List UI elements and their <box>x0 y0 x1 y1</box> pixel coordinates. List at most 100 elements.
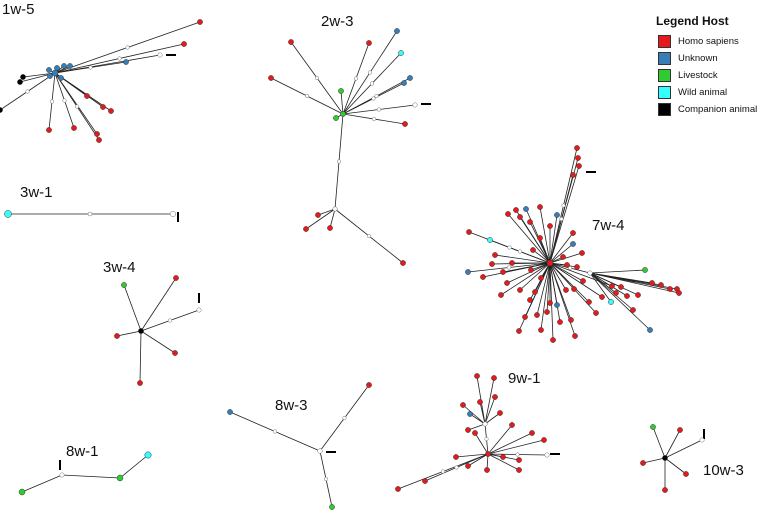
node-intermediate <box>304 93 310 99</box>
node-homo-sapiens <box>560 254 566 260</box>
node-homo-sapiens <box>544 309 550 315</box>
node-intermediate <box>369 81 375 86</box>
node-homo-sapiens <box>94 131 100 137</box>
node-intermediate <box>157 52 163 58</box>
node-homo-sapiens <box>268 75 274 81</box>
node-homo-sapiens <box>541 437 547 443</box>
node-homo-sapiens <box>492 394 498 400</box>
node-homo-sapiens <box>137 380 143 386</box>
node-wild-animal <box>487 237 493 243</box>
legend-item-label: Livestock <box>678 70 718 81</box>
tree-edge <box>589 272 634 311</box>
tree-edge <box>532 249 551 264</box>
node-homo-sapiens <box>676 290 682 296</box>
tree-edge <box>469 413 486 425</box>
tree-edge <box>549 262 576 337</box>
node-companion-animal <box>662 455 668 461</box>
node-homo-sapiens <box>586 299 592 305</box>
node-intermediate <box>169 210 177 218</box>
node-homo-sapiens <box>492 252 498 258</box>
node-homo-sapiens <box>635 292 641 298</box>
tree-edge <box>539 237 551 264</box>
tree-edge <box>589 272 617 294</box>
node-intermediate <box>125 45 130 50</box>
node-wild-animal <box>398 50 404 56</box>
tree-edge <box>140 330 176 354</box>
node-homo-sapiens <box>84 93 90 99</box>
node-livestock <box>18 488 26 496</box>
node-intermediate <box>367 70 373 75</box>
tree-edge <box>482 262 551 278</box>
cluster-label-3w-1: 3w-1 <box>20 184 53 201</box>
node-homo-sapiens <box>477 399 483 405</box>
node-unknown <box>61 63 67 69</box>
node-wild-animal <box>608 299 614 305</box>
node-intermediate <box>87 211 93 217</box>
legend-item-label: Unknown <box>678 53 718 64</box>
node-intermediate <box>699 437 705 443</box>
node-homo-sapiens <box>303 226 309 232</box>
node-livestock <box>116 474 124 482</box>
node-unknown <box>123 59 129 65</box>
tree-edge <box>484 412 501 425</box>
node-unknown <box>51 69 59 77</box>
node-homo-sapiens <box>530 247 536 253</box>
legend-item-label: Homo sapiens <box>678 36 739 47</box>
node-intermediate <box>371 116 377 122</box>
cluster-label-3w-4: 3w-4 <box>103 259 136 276</box>
node-unknown <box>554 302 560 308</box>
node-intermediate <box>374 93 379 99</box>
tree-edge <box>506 262 551 284</box>
node-intermediate <box>49 99 55 104</box>
node-homo-sapiens <box>613 290 619 296</box>
node-homo-sapiens <box>522 314 528 320</box>
node-intermediate <box>454 465 459 470</box>
tree-edge <box>507 213 551 264</box>
cluster-label-2w-3: 2w-3 <box>321 13 354 30</box>
node-intermediate <box>59 472 65 478</box>
tree-edge <box>479 401 486 425</box>
tree-edge <box>487 439 545 455</box>
node-homo-sapiens <box>474 373 480 379</box>
node-intermediate <box>412 102 418 108</box>
tree-edge <box>549 243 574 264</box>
node-homo-sapiens <box>491 375 497 381</box>
node-homo-sapiens <box>172 350 178 356</box>
node-unknown <box>67 63 73 69</box>
tree-edge <box>455 453 489 458</box>
node-homo-sapiens <box>504 280 510 286</box>
node-homo-sapiens <box>572 333 578 339</box>
legend: Legend Host Homo sapiens Unknown Livesto… <box>654 14 757 118</box>
tree-edge <box>524 262 551 318</box>
node-livestock <box>338 88 344 94</box>
node-homo-sapiens <box>173 275 179 281</box>
node-homo-sapiens <box>683 471 689 477</box>
node-homo-sapiens <box>71 125 77 131</box>
node-unknown <box>647 327 653 333</box>
tree-edge <box>549 165 580 264</box>
node-livestock <box>650 424 656 430</box>
tree-edge <box>340 90 344 115</box>
node-homo-sapiens <box>662 487 668 493</box>
tree-edge <box>549 262 603 298</box>
legend-item-unknown: Unknown <box>654 50 754 67</box>
node-homo-sapiens <box>489 261 495 267</box>
node-homo-sapiens <box>576 163 582 169</box>
tree-edge <box>467 453 489 467</box>
node-intermediate <box>506 265 512 270</box>
node-intermediate <box>342 415 347 421</box>
node-unknown <box>467 411 473 417</box>
node-homo-sapiens <box>181 41 187 47</box>
node-homo-sapiens <box>108 108 114 114</box>
node-intermediate <box>559 216 564 222</box>
node-homo-sapiens <box>400 260 406 266</box>
legend-swatch <box>658 69 671 82</box>
node-homo-sapiens <box>609 283 615 289</box>
cluster-label-8w-3: 8w-3 <box>275 397 308 414</box>
node-homo-sapiens <box>46 127 52 133</box>
tree-edge <box>487 424 513 455</box>
legend-item-label: Wild animal <box>678 87 728 98</box>
node-wild-animal <box>4 210 12 218</box>
node-homo-sapiens <box>546 259 554 267</box>
